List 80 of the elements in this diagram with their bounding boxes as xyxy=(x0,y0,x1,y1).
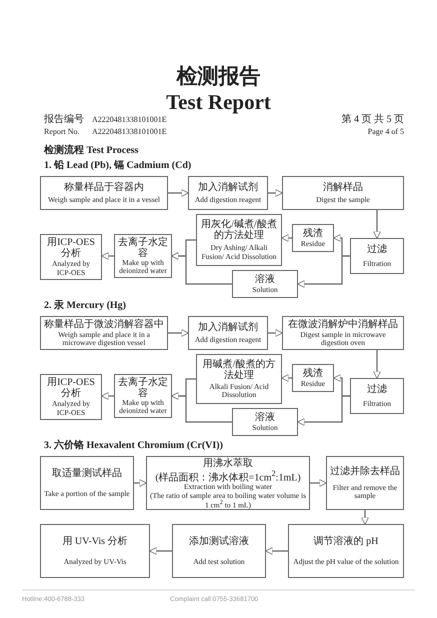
chinese-step-text: 用碱煮/酸煮的方法处理 xyxy=(202,358,276,380)
chinese-step-text: 去离子水定容 xyxy=(118,236,168,258)
chinese-step-text: 过滤并除去样品 xyxy=(330,466,400,476)
process-box xyxy=(40,316,168,350)
process-box xyxy=(288,524,404,578)
process-box xyxy=(114,374,172,418)
report-number: A2220481338101001E xyxy=(92,127,167,136)
arrow xyxy=(361,510,369,525)
arrow xyxy=(171,392,232,423)
section-heading: 1. 铅 Lead (Pb), 镉 Cadmium (Cd) xyxy=(44,160,192,172)
process-box xyxy=(196,354,282,404)
chinese-step-text: 加入消解试剂 xyxy=(198,182,258,193)
page-number: 第 4 页 共 5 页 xyxy=(342,114,404,126)
arrow xyxy=(281,234,292,242)
section-heading: 3. 六价铬 Hexavalent Chromium (Cr(VI)) xyxy=(44,440,223,452)
report-title: 检测报告 xyxy=(175,64,262,88)
chinese-step-text: 称量样品于容器内 xyxy=(64,182,144,193)
chinese-step-text: 称量样品于微波消解容器中 xyxy=(44,318,164,330)
arrow xyxy=(168,329,189,337)
arrow xyxy=(168,189,189,197)
process-box xyxy=(40,234,102,280)
process-box xyxy=(232,408,298,436)
chinese-step-text: 过滤 xyxy=(367,384,387,396)
process-box xyxy=(172,524,266,578)
arrow xyxy=(101,392,114,400)
field-label: Report No. xyxy=(44,127,80,136)
section-heading: 检测流程 Test Process xyxy=(44,145,138,156)
process-box xyxy=(326,456,404,510)
arrow xyxy=(171,252,232,285)
arrow xyxy=(268,189,283,197)
chinese-step-text: 去离子水定容 xyxy=(118,376,168,398)
arrow xyxy=(373,210,381,239)
chinese-step-text: 用 UV-Vis 分析 xyxy=(62,536,128,548)
process-box xyxy=(350,238,404,274)
chinese-step-text: 残渣 xyxy=(303,228,323,239)
arrow xyxy=(281,374,292,382)
page-number: Page 4 of 5 xyxy=(368,127,404,136)
process-box xyxy=(40,524,150,578)
arrow xyxy=(297,255,350,288)
chinese-step-text: 加入消解试剂 xyxy=(198,322,258,333)
process-box xyxy=(114,234,172,278)
process-box xyxy=(196,214,282,266)
process-box xyxy=(292,364,334,392)
process-box xyxy=(40,456,134,510)
process-box xyxy=(282,316,404,350)
report-number: A2220481338101001E xyxy=(92,115,167,124)
process-box xyxy=(40,176,168,210)
chinese-step-text: 溶液 xyxy=(255,274,275,285)
chinese-step-text: 用ICP-OES分析 xyxy=(46,377,96,400)
arrow xyxy=(268,329,283,337)
chinese-step-text: (样品面积：沸水体积=1cm$^{2}$:1mL) xyxy=(155,469,301,484)
chinese-step-text: 消解样品 xyxy=(323,182,363,193)
arrow xyxy=(297,395,350,426)
arrow xyxy=(265,547,288,555)
chinese-step-text: 调节溶液的 pH xyxy=(314,536,378,548)
chinese-step-text: 残渣 xyxy=(303,368,323,379)
chinese-step-text: 用沸水萃取 xyxy=(203,458,253,469)
field-label: 报告编号 xyxy=(44,114,84,126)
arrow xyxy=(134,479,147,487)
process-box xyxy=(350,378,404,414)
process-box xyxy=(146,456,310,510)
arrow xyxy=(101,252,114,260)
process-box xyxy=(282,176,404,210)
chinese-step-text: 在微波消解炉中消解样品 xyxy=(288,318,398,330)
chinese-step-text: 溶液 xyxy=(255,412,275,423)
process-box xyxy=(40,374,102,420)
process-box xyxy=(188,176,268,210)
arrow xyxy=(373,350,381,379)
chinese-step-text: 用ICP-OES分析 xyxy=(46,237,96,260)
report-subtitle: Test Report xyxy=(165,90,272,114)
process-box xyxy=(188,316,268,350)
chinese-step-text: 取适量测试样品 xyxy=(52,468,122,480)
chinese-step-text: 添加测试溶液 xyxy=(189,536,249,548)
process-box xyxy=(292,224,334,252)
process-box xyxy=(232,270,298,298)
section-heading: 2. 汞 Mercury (Hg) xyxy=(44,300,126,312)
arrow xyxy=(310,479,327,487)
chinese-step-text: 过滤 xyxy=(367,244,387,256)
arrow xyxy=(149,547,172,555)
chinese-step-text: 用灰化/碱煮/酸煮的方法处理 xyxy=(200,219,278,242)
